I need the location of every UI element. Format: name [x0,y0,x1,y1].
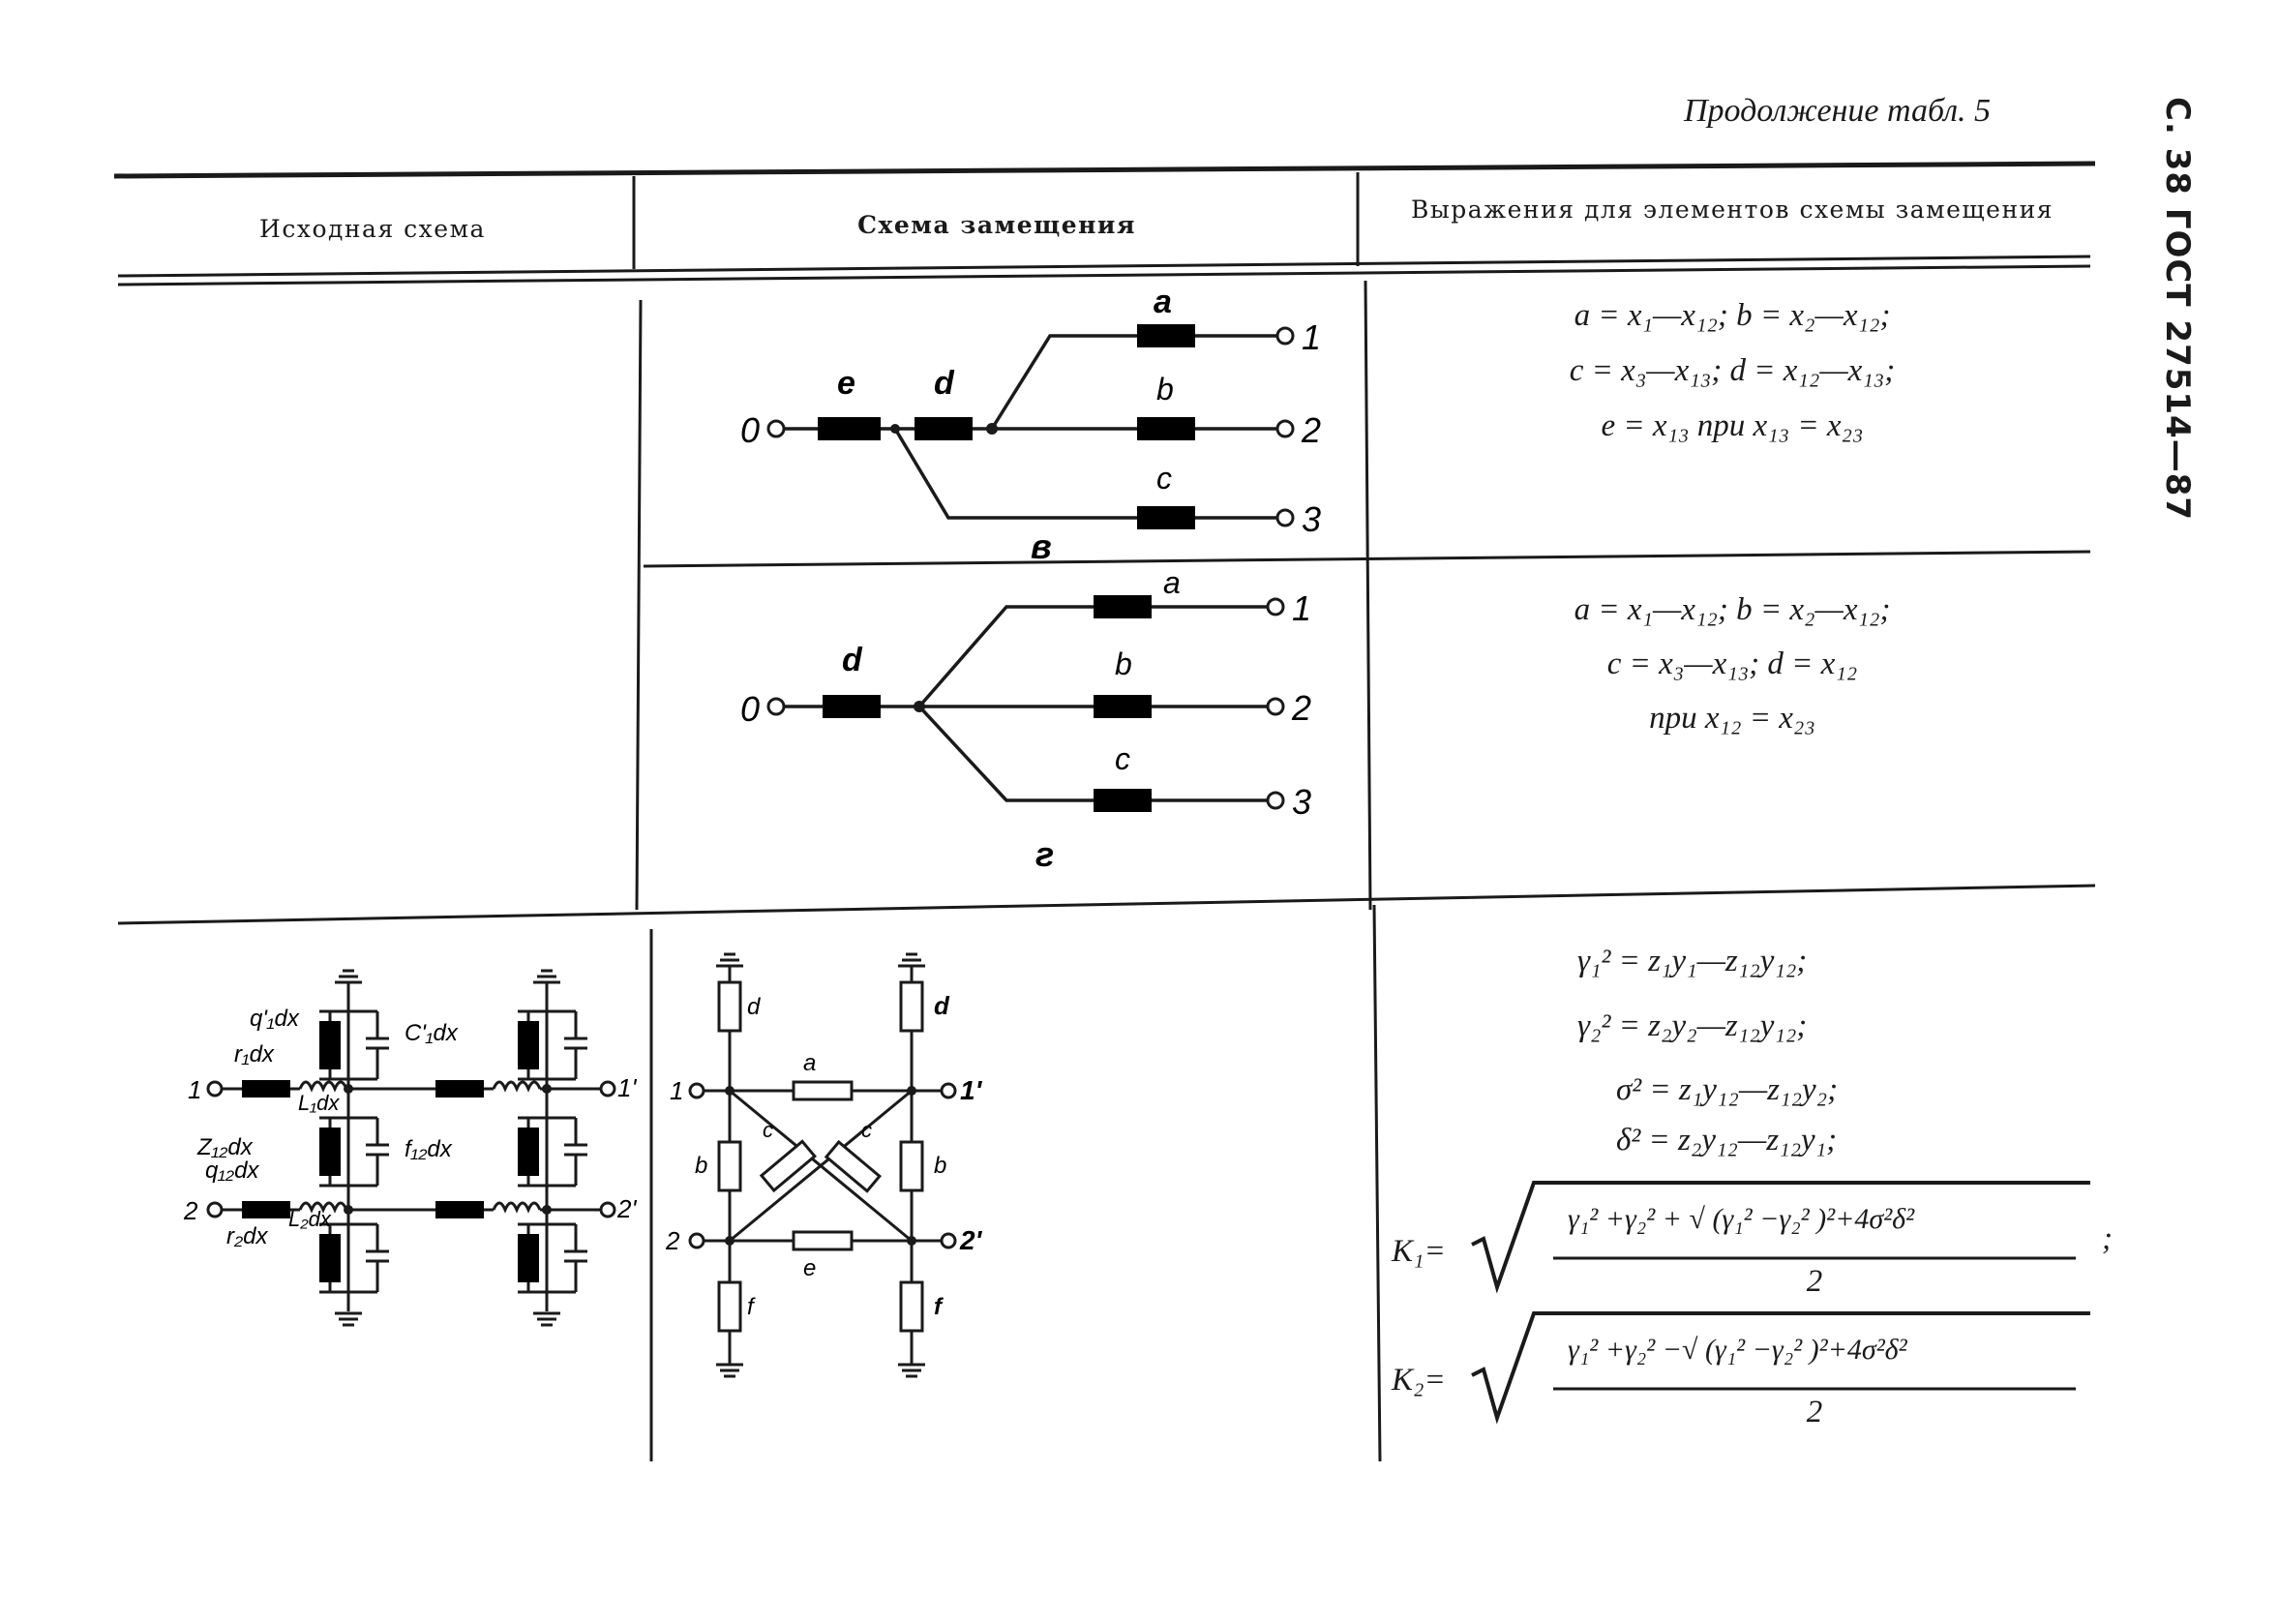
k1-lhs: K₁= [1392,1234,1446,1269]
k2-denominator: 2 [1806,1395,1823,1429]
element-label-f-left: f [747,1294,756,1320]
node-label-0: 0 [740,689,760,729]
column-header-expressions: Выражения для элементов схемы замещения [1410,195,2054,224]
element-label-d: d [934,365,955,402]
element-label-e: e [803,1255,816,1281]
label-c1-dx: C'₁dx [405,1020,459,1046]
element-label-b: b [1156,372,1174,406]
label-z12-dx: Z₁₂dx [196,1134,254,1160]
label-l1-dx: L₁dx [298,1091,340,1115]
scheme-label-g: г [1035,834,1054,874]
terminal-label-1-prime: 1' [960,1075,983,1105]
node-label-1: 1 [1302,317,1321,357]
terminal-0 [766,419,786,438]
column-header-equivalent: Схема замещения [857,211,1136,239]
label-r2-dx: r₂dx [226,1223,268,1249]
element-label-a: a [1154,286,1172,320]
terminal-3 [1275,508,1295,527]
terminal-2 [1266,697,1285,716]
expression-row2-line3: при x₁₂ = x₂₃ [1649,701,1815,736]
label-q1-dx: q'₁dx [250,1006,300,1032]
table-continuation-caption: Продолжение табл. 5 [1684,93,1992,129]
terminal-label-1: 1 [188,1075,201,1104]
element-label-d: d [842,642,863,678]
terminal-label-1-prime: 1' [617,1073,637,1102]
equivalent-scheme-lattice: 1 1' 2 2' a b b c c d d e f f [665,952,983,1378]
element-label-a: a [1163,566,1181,600]
equivalent-scheme-g: 0 1 2 3 a b c d г [740,566,1311,874]
element-label-f-right: f [934,1294,944,1320]
node-label-3: 3 [1292,782,1311,822]
element-label-c: c [1115,741,1130,776]
element-label-b-right: b [934,1153,946,1179]
element-label-c: c [1156,461,1172,496]
element-label-b: b [1115,647,1132,681]
node-label-2: 2 [1301,410,1321,450]
expression-row2-line1: a = x₁—x₁₂; b = x₂—x₁₂; [1574,592,1891,627]
expression-gamma2: γ₂² = z₂y₂—z₁₂y₁₂; [1577,1008,1808,1043]
label-l2-dx: L₂dx [288,1207,332,1231]
scheme-label-v: в [1031,526,1052,566]
k2-radical [1471,1311,2090,1425]
expression-delta: δ² = z₂y₁₂—z₁₂y₁; [1616,1123,1838,1158]
source-scheme-line: 1 1' 2 2' q'₁dx C'₁dx r₁dx L₁dx Z₁₂dx q₁… [183,969,637,1327]
terminal-1 [1275,326,1295,346]
expression-row1-line3: e = x₁₃ при x₁₃ = x₂₃ [1601,408,1864,443]
element-label-d-right: d [934,991,950,1020]
node-label-2: 2 [1291,688,1311,728]
expression-gamma1: γ₁² = z₁y₁—z₁₂y₁₂; [1577,944,1808,978]
terminal-label-2-prime: 2' [959,1225,983,1255]
terminal-label-2: 2 [183,1196,198,1225]
element-label-e: e [837,365,855,402]
k1-numerator: γ₁² +γ₂² + √ (γ₁² −γ₂² )²+4σ²δ² [1568,1203,1915,1235]
document-id: С. 38 ГОСТ 27514—87 [2158,97,2197,522]
terminal-2 [1275,419,1295,438]
expression-row1-line1: a = x₁—x₁₂; b = x₂—x₁₂; [1574,298,1891,333]
k1-denominator: 2 [1806,1264,1823,1299]
element-label-a: a [803,1050,816,1076]
node-label-3: 3 [1302,499,1321,539]
node-label-1: 1 [1292,588,1311,628]
expression-sigma: σ² = z₁y₁₂—z₁₂y₂; [1616,1072,1839,1107]
k1-radical [1471,1181,2090,1294]
label-r1-dx: r₁dx [234,1041,275,1068]
element-label-b-left: b [695,1153,707,1179]
terminal-0 [766,697,786,716]
element-label-c-right: c [861,1118,872,1142]
element-label-c-left: c [763,1118,773,1142]
terminal-label-1: 1 [670,1076,683,1105]
k2-lhs: K₂= [1392,1363,1446,1398]
terminal-label-2: 2 [665,1226,680,1255]
k2-numerator: γ₁² +γ₂² −√ (γ₁² −γ₂² )²+4σ²δ² [1568,1334,1907,1366]
terminal-3 [1266,791,1285,810]
label-q12-dx: q₁₂dx [205,1158,259,1184]
expression-row2-line2: c = x₃—x₁₃; d = x₁₂ [1606,647,1858,681]
column-header-source: Исходная схема [259,215,486,243]
k1-semicolon: ; [2102,1221,2113,1256]
equivalent-scheme-v: 0 1 2 3 a b c d e в [740,286,1321,566]
terminal-label-2-prime: 2' [616,1194,637,1223]
element-label-d-left: d [747,994,761,1020]
node-label-0: 0 [740,410,760,450]
label-f12-dx: f₁₂dx [405,1136,453,1162]
terminal-1 [1266,597,1285,617]
expression-row1-line2: c = x₃—x₁₃; d = x₁₂—x₁₃; [1569,353,1896,388]
